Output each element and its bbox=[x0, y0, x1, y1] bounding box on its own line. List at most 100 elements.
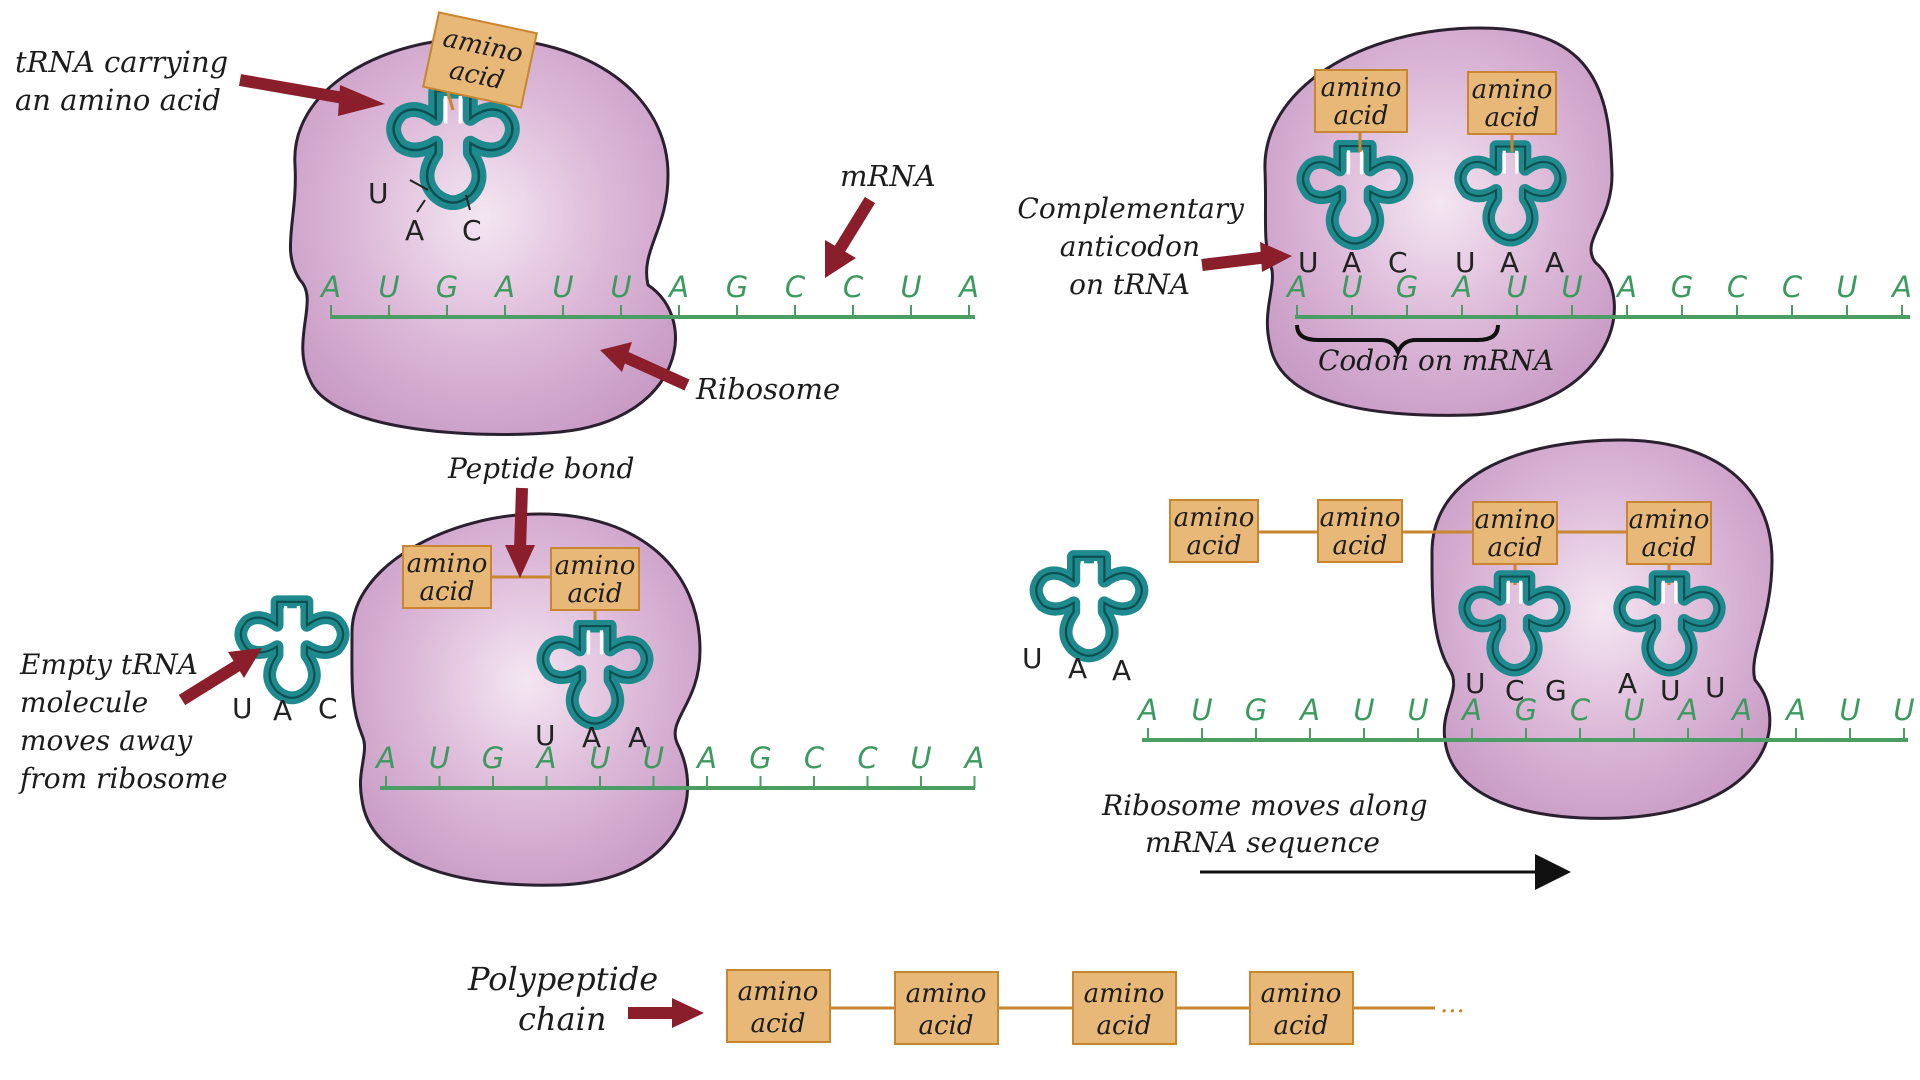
mrna-base: C bbox=[1570, 693, 1591, 727]
svg-text:U: U bbox=[232, 692, 253, 725]
arrow bbox=[505, 487, 535, 578]
svg-text:acid: acid bbox=[567, 579, 622, 609]
amino-acid-box: amino acid bbox=[1314, 69, 1408, 133]
svg-text:A: A bbox=[273, 694, 292, 727]
svg-text:U: U bbox=[1465, 667, 1486, 700]
svg-text:acid: acid bbox=[750, 1009, 805, 1039]
anticodon: A U U bbox=[1618, 667, 1726, 707]
mrna-base: U bbox=[1407, 693, 1428, 727]
label-codon: Codon on mRNA bbox=[1318, 344, 1554, 377]
svg-text:U: U bbox=[1298, 246, 1319, 279]
mrna-base: U bbox=[900, 270, 921, 304]
label-polypeptide: Polypeptide bbox=[467, 960, 658, 998]
mrna-ticks bbox=[1296, 305, 1903, 317]
svg-text:acid: acid bbox=[918, 1011, 973, 1041]
mrna-base: A bbox=[667, 270, 689, 304]
svg-text:acid: acid bbox=[1641, 533, 1696, 563]
mrna-base: C bbox=[1782, 270, 1803, 304]
mrna-base: G bbox=[1671, 270, 1693, 304]
mrna-base: U bbox=[1506, 270, 1527, 304]
label-empty-trna: Empty tRNA bbox=[19, 648, 198, 681]
svg-text:U: U bbox=[1660, 674, 1681, 707]
mrna-base: A bbox=[1136, 693, 1158, 727]
amino-acid-box: amino acid bbox=[1072, 971, 1177, 1045]
svg-text:amino: amino bbox=[555, 551, 636, 581]
mrna-base: U bbox=[643, 741, 664, 775]
mrna-base: A bbox=[1890, 270, 1912, 304]
svg-text:U: U bbox=[535, 719, 556, 752]
mrna-base: G bbox=[1396, 270, 1418, 304]
arrow bbox=[178, 648, 262, 706]
label-trna-carrying: tRNA carrying bbox=[15, 45, 228, 79]
mrna-base: G bbox=[726, 270, 748, 304]
svg-text:amino: amino bbox=[906, 979, 987, 1009]
svg-text:moves away: moves away bbox=[20, 724, 193, 757]
svg-text:amino: amino bbox=[407, 549, 488, 579]
svg-text:acid: acid bbox=[419, 577, 474, 607]
arrow bbox=[1201, 242, 1292, 272]
svg-text:U: U bbox=[1022, 642, 1043, 675]
svg-text:A: A bbox=[1068, 652, 1087, 685]
mrna-base: C bbox=[804, 741, 825, 775]
chain-continues: ... bbox=[1440, 989, 1465, 1019]
svg-text:amino: amino bbox=[1174, 503, 1255, 533]
svg-text:acid: acid bbox=[1332, 531, 1387, 561]
svg-text:A: A bbox=[1618, 667, 1637, 700]
svg-text:amino: amino bbox=[1321, 73, 1402, 103]
svg-text:A: A bbox=[1112, 654, 1131, 687]
mrna-base: G bbox=[1515, 693, 1537, 727]
anticodon: U C G bbox=[1465, 667, 1567, 707]
svg-text:U: U bbox=[368, 177, 389, 210]
mrna-base: U bbox=[1839, 693, 1860, 727]
svg-text:acid: acid bbox=[1186, 531, 1241, 561]
mrna-base: A bbox=[1460, 693, 1482, 727]
svg-text:A: A bbox=[1500, 246, 1519, 279]
amino-acid-box: amino acid bbox=[422, 11, 538, 109]
label-ribosome: Ribosome bbox=[695, 372, 840, 406]
mrna-base: A bbox=[957, 270, 979, 304]
mrna-base: A bbox=[1298, 693, 1320, 727]
svg-text:an amino acid: an amino acid bbox=[15, 83, 221, 117]
mrna-base: C bbox=[785, 270, 806, 304]
mrna-base: U bbox=[1341, 270, 1362, 304]
anticodon: U A A bbox=[1022, 642, 1131, 687]
svg-text:C: C bbox=[1505, 674, 1525, 707]
mrna-base: U bbox=[429, 741, 450, 775]
amino-acid-box: amino acid bbox=[1169, 499, 1259, 563]
svg-text:C: C bbox=[318, 692, 338, 725]
amino-acid-box: amino acid bbox=[550, 547, 640, 611]
mrna-base: A bbox=[695, 741, 717, 775]
mrna-base: A bbox=[493, 270, 515, 304]
mrna-base: A bbox=[319, 270, 341, 304]
mrna-base: A bbox=[535, 741, 557, 775]
amino-acid-box: amino acid bbox=[1467, 71, 1557, 135]
svg-text:U: U bbox=[1455, 246, 1476, 279]
svg-text:molecule: molecule bbox=[20, 686, 148, 719]
svg-text:A: A bbox=[628, 721, 647, 754]
svg-text:acid: acid bbox=[1333, 101, 1388, 131]
svg-text:A: A bbox=[405, 214, 424, 247]
mrna-base: A bbox=[1285, 270, 1307, 304]
arrow bbox=[628, 998, 704, 1028]
mrna-base: U bbox=[1836, 270, 1857, 304]
mrna-base: A bbox=[1615, 270, 1637, 304]
anticodon: U A C bbox=[1298, 246, 1408, 279]
mrna-base: A bbox=[963, 741, 985, 775]
svg-text:G: G bbox=[1545, 674, 1567, 707]
amino-acid-box: amino acid bbox=[1472, 501, 1558, 565]
label-ribosome-moves: Ribosome moves along bbox=[1101, 789, 1428, 822]
svg-text:amino: amino bbox=[1629, 505, 1710, 535]
mrna-base: G bbox=[436, 270, 458, 304]
amino-acid-box: amino acid bbox=[1249, 971, 1354, 1045]
svg-text:C: C bbox=[1388, 246, 1408, 279]
label-peptide-bond: Peptide bond bbox=[447, 452, 634, 485]
svg-text:mRNA sequence: mRNA sequence bbox=[1145, 826, 1380, 859]
mrna-base: U bbox=[589, 741, 610, 775]
svg-text:amino: amino bbox=[1472, 75, 1553, 105]
